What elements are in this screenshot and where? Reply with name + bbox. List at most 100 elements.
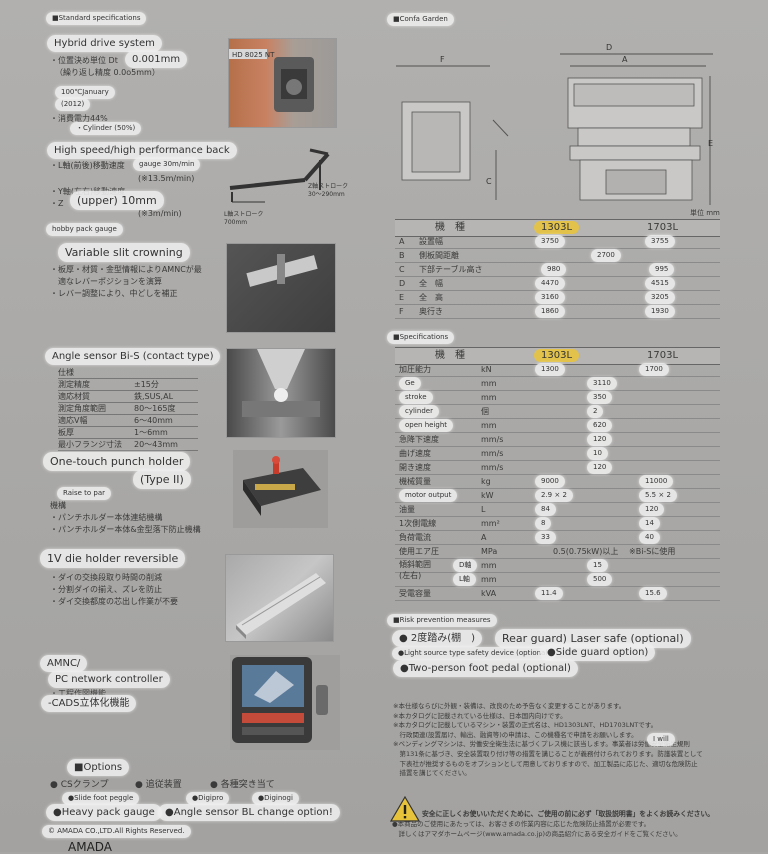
spec-header-1703: 1703L xyxy=(647,350,679,361)
risk-heading: ■Risk prevention measures xyxy=(387,614,497,627)
note-4: ※ベンディングマシンは、労働安全衛生法に基づくプレス機に該当します。事業者は労働… xyxy=(393,740,690,749)
rear-guard-label: Rear guard) Laser safe (optional) xyxy=(495,629,691,648)
spec-row-shared-value: 500 xyxy=(587,573,613,586)
spec-row-shared-value: 10 xyxy=(587,447,608,460)
spec-row-shared-value: 350 xyxy=(587,391,613,404)
angle-row-1: 測定精度±15分 xyxy=(58,379,198,391)
spec-row-unit: kN xyxy=(481,365,492,374)
spec-row-shared-value: 15 xyxy=(587,559,608,572)
dim-c: C xyxy=(486,177,492,186)
cylinder-label: ・Cylinder (50%) xyxy=(70,122,142,135)
backgauge-diagram: Z軸ストローク 30～290mm L軸ストローク 700mm xyxy=(224,148,348,226)
controller-illustration xyxy=(232,657,328,743)
energy-jp-text: ・消費電力44% xyxy=(50,114,108,123)
dim-row-f: F 奥行き 1860 1930 xyxy=(395,305,720,319)
dim-header-1703: 1703L xyxy=(647,222,679,233)
note-6: 下表社が推奨するものをオプションとして用意しておりますので、加工製品に応じた、適… xyxy=(393,759,698,768)
crowning-text-1: ・板厚・材質・金型情報によりAMNCが最 xyxy=(50,265,202,274)
spec-row-1703-value: ※Bi-Sに使用 xyxy=(629,547,676,556)
dim-row-d: D 全 幅 4470 4515 xyxy=(395,277,720,291)
spec-row-name: 開き速度 xyxy=(399,463,431,472)
heavy-gauge-label: ●Heavy pack gauge xyxy=(46,804,162,821)
option-cs-clamp: ● CSクランプ xyxy=(50,780,109,790)
spec-row-1703-value: 120 xyxy=(639,503,665,516)
light-safety-label: ●Light source type safety device (option… xyxy=(392,647,557,660)
crowning-text-2: 適なレバーポジションを演算 xyxy=(50,277,162,286)
spec-row: 開き速度 mm/s 120 xyxy=(395,461,720,475)
specifications-heading: ■Specifications xyxy=(387,331,455,344)
spec-row-1703-value: 14 xyxy=(639,517,660,530)
spec-row-1703-value: 1700 xyxy=(639,363,669,376)
side-guard-label: ●Side guard option) xyxy=(540,644,656,661)
precision-jp-text: ・位置決め単位 Dt xyxy=(50,56,158,65)
options-heading: ■Options xyxy=(67,759,130,776)
dim-row-e: E 全 高 3160 3205 xyxy=(395,291,720,305)
svg-text:L軸ストローク: L軸ストローク xyxy=(224,210,263,218)
svg-text:Z軸ストローク: Z軸ストローク xyxy=(308,182,348,190)
amnc-text: ・工程作図機能 xyxy=(50,689,106,698)
controller-photo xyxy=(230,655,340,750)
hobby-label: hobby pack gauge xyxy=(46,223,123,236)
angle-row-0: 仕様 xyxy=(58,367,198,379)
spec-header-1303: 1303L xyxy=(534,349,580,362)
spec-row-shared-value: 2 xyxy=(587,405,604,418)
note-5: 第131条に基づき、安全装置取り付け等の措置を講じることが義務付けられております… xyxy=(393,749,703,758)
spec-row-unit: 個 xyxy=(481,407,489,416)
punch-holder-photo xyxy=(233,450,328,528)
brand-text: AMADA xyxy=(44,840,137,854)
angle-sensor-illustration xyxy=(242,349,320,417)
die-text-3: ・ダイ交換都度の芯出し作業が不要 xyxy=(50,597,178,606)
spec-row-1703-value: 11000 xyxy=(639,475,674,488)
spec-row-name: 1次側電線 xyxy=(399,519,437,528)
dim-row-a: A 設置幅 3750 3755 xyxy=(395,235,720,249)
crowning-illustration xyxy=(246,254,318,287)
angle-row-2: 適応材質鉄,SUS,AL xyxy=(58,391,198,403)
svg-text:700mm: 700mm xyxy=(224,219,247,226)
spec-row-unit: MPa xyxy=(481,547,498,556)
spec-row-name: 負荷電流 xyxy=(399,533,431,542)
speed-note: (※13.5m/min) xyxy=(138,174,195,183)
note-0: ※本仕様ならびに外観・装備は、改良のため予告なく変更することがあります。 xyxy=(393,702,626,710)
standard-spec-heading: ■Standard specifications xyxy=(46,12,147,25)
svg-text:HD 8025 NT: HD 8025 NT xyxy=(232,51,275,59)
dim-table-body: A 設置幅 3750 3755 B 側板間距離 2700 C 下部テーブル高さ … xyxy=(395,235,720,319)
upper-label: (upper) 10mm xyxy=(70,191,164,210)
die-holder-label: 1V die holder reversible xyxy=(40,549,186,568)
dim-header-1303: 1303L xyxy=(534,221,580,234)
spec-row-unit: mm xyxy=(481,575,497,584)
warning-text-2: ●本商品のご使用にあたっては、お客さまの作業内容に応じた危険防止措置が必要です。 xyxy=(392,820,651,828)
machine-dimension-diagram: D A F B E C xyxy=(396,43,713,205)
warning-text-3: 詳しくはアマダホームページ(www.amada.co.jp)の商品紹介にある安全… xyxy=(392,830,682,838)
spec-row-1703-value: 5.5 × 2 xyxy=(639,489,677,502)
spec-row-unit: mm/s xyxy=(481,463,504,472)
precision-label: 0.001mm xyxy=(125,51,188,68)
die-text-1: ・ダイの交換段取り時間の削減 xyxy=(50,573,162,582)
spec-row-name: L軸 xyxy=(453,573,476,586)
spec-row-1303-value: 0.5(0.75kW)以上 xyxy=(553,547,619,556)
amnc-label: AMNC/ xyxy=(40,655,88,672)
l-axis-jp-text: ・L軸(前後)移動速度 xyxy=(50,161,125,170)
digipro-label: ●Digipro xyxy=(186,792,230,805)
option-follower: ● 追従装置 xyxy=(135,780,182,790)
note-2: ※本カタログに記載しているマシン・装置の正式名は、HD1303LNT、HD170… xyxy=(393,721,658,730)
punch-holder-label: One-touch punch holder xyxy=(43,452,191,471)
copyright: © AMADA CO.,LTD.All Rights Reserved. xyxy=(42,825,191,838)
spec-row-name: Ge xyxy=(399,377,421,390)
spec-header-model: 機 種 xyxy=(435,350,465,361)
pc-controller-label: PC network controller xyxy=(48,671,170,688)
dim-row-b: B 側板間距離 2700 xyxy=(395,249,720,263)
spec-row-1303-value: 33 xyxy=(535,531,556,544)
svg-text:30～290mm: 30～290mm xyxy=(308,191,345,198)
punch-text-2: ・パンチホルダー本体連結機構 xyxy=(50,513,163,522)
spec-row-unit: kW xyxy=(481,491,494,500)
spec-row-unit: mm xyxy=(481,379,497,388)
spec-row-shared-value: 120 xyxy=(587,461,613,474)
